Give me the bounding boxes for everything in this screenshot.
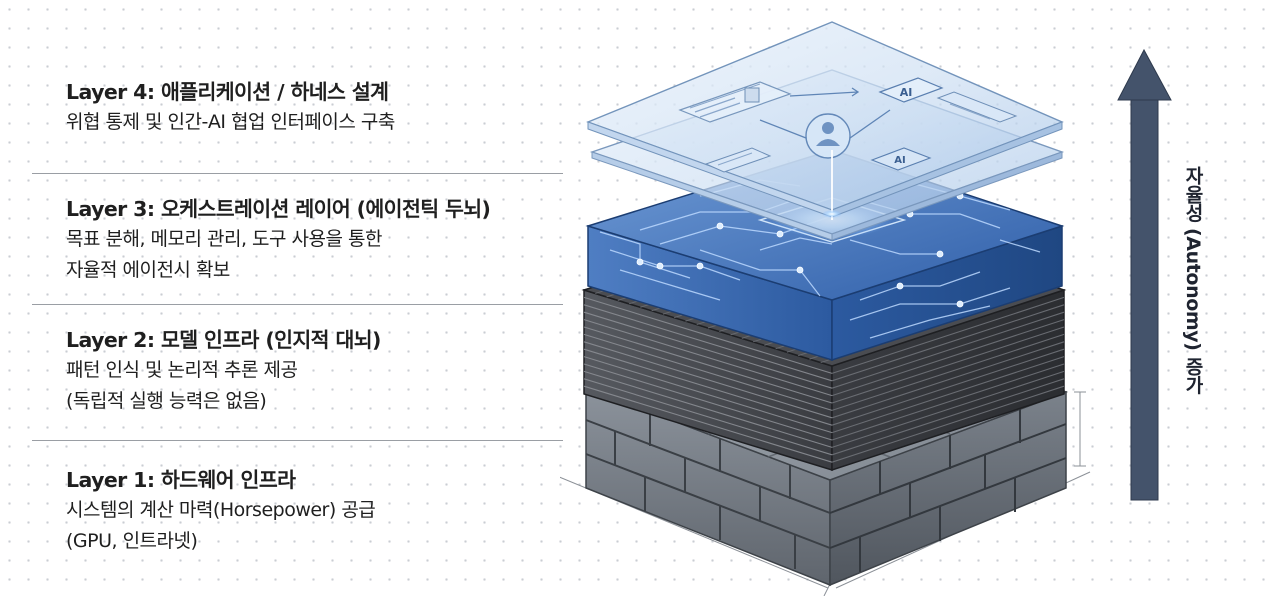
layer-3-description: 목표 분해, 메모리 관리, 도구 사용을 통한 자율적 에이전시 확보 bbox=[66, 224, 546, 286]
document-icon bbox=[704, 147, 772, 173]
layer-2-desc-line-1: 패턴 인식 및 논리적 추론 제공 bbox=[66, 359, 298, 381]
layer-4-glass-panels: AI AI bbox=[586, 21, 1065, 241]
layer-4-desc-line-1: 위협 통제 및 인간-AI 협업 인터페이스 구축 bbox=[66, 111, 395, 133]
layer-4-description: 위협 통제 및 인간-AI 협업 인터페이스 구축 bbox=[66, 107, 546, 138]
layer-3-block: Layer 3: 오케스트레이션 레이어 (에이전틱 두뇌) 목표 분해, 메모… bbox=[66, 194, 546, 286]
layer-3-title: Layer 3: 오케스트레이션 레이어 (에이전틱 두뇌) bbox=[66, 197, 491, 221]
layer-1-desc-line-2: (GPU, 인트라넷) bbox=[66, 530, 198, 552]
autonomy-arrow bbox=[1117, 48, 1172, 501]
layer-4-title: Layer 4: 애플리케이션 / 하네스 설계 bbox=[66, 80, 389, 104]
ai-chip-icon: AI bbox=[878, 77, 1018, 123]
divider-2 bbox=[32, 304, 563, 305]
ai-badge-icon: AI bbox=[870, 147, 932, 171]
layer-1-title: Layer 1: 하드웨어 인프라 bbox=[66, 468, 296, 492]
layer-2-title: Layer 2: 모델 인프라 (인지적 대뇌) bbox=[66, 328, 381, 352]
ui-window-left bbox=[678, 81, 792, 123]
divider-1 bbox=[32, 173, 563, 174]
ai-badge-label: AI bbox=[894, 155, 905, 166]
layer-1-description: 시스템의 계산 마력(Horsepower) 공급 (GPU, 인트라넷) bbox=[66, 495, 546, 557]
user-icon bbox=[805, 113, 851, 159]
layer-2-description: 패턴 인식 및 논리적 추론 제공 (독립적 실행 능력은 없음) bbox=[66, 355, 546, 417]
layer-stack-diagram: AI AI bbox=[560, 21, 1172, 596]
layer-1-block: Layer 1: 하드웨어 인프라 시스템의 계산 마력(Horsepower)… bbox=[66, 465, 546, 557]
divider-3 bbox=[32, 440, 563, 441]
glass-connectors bbox=[759, 87, 891, 139]
layer-2-block: Layer 2: 모델 인프라 (인지적 대뇌) 패턴 인식 및 논리적 추론 … bbox=[66, 325, 546, 417]
layer-3-desc-line-1: 목표 분해, 메모리 관리, 도구 사용을 통한 bbox=[66, 228, 383, 250]
layer-4-block: Layer 4: 애플리케이션 / 하네스 설계 위협 통제 및 인간-AI 협… bbox=[66, 77, 546, 138]
ai-chip-label: AI bbox=[900, 86, 913, 99]
layer-2-desc-line-2: (독립적 실행 능력은 없음) bbox=[66, 390, 267, 412]
autonomy-axis-label: 자율성 (Autonomy) 증가 bbox=[1182, 166, 1204, 394]
layer-3-desc-line-2: 자율적 에이전시 확보 bbox=[66, 259, 230, 281]
layer-1-desc-line-1: 시스템의 계산 마력(Horsepower) 공급 bbox=[66, 499, 376, 521]
